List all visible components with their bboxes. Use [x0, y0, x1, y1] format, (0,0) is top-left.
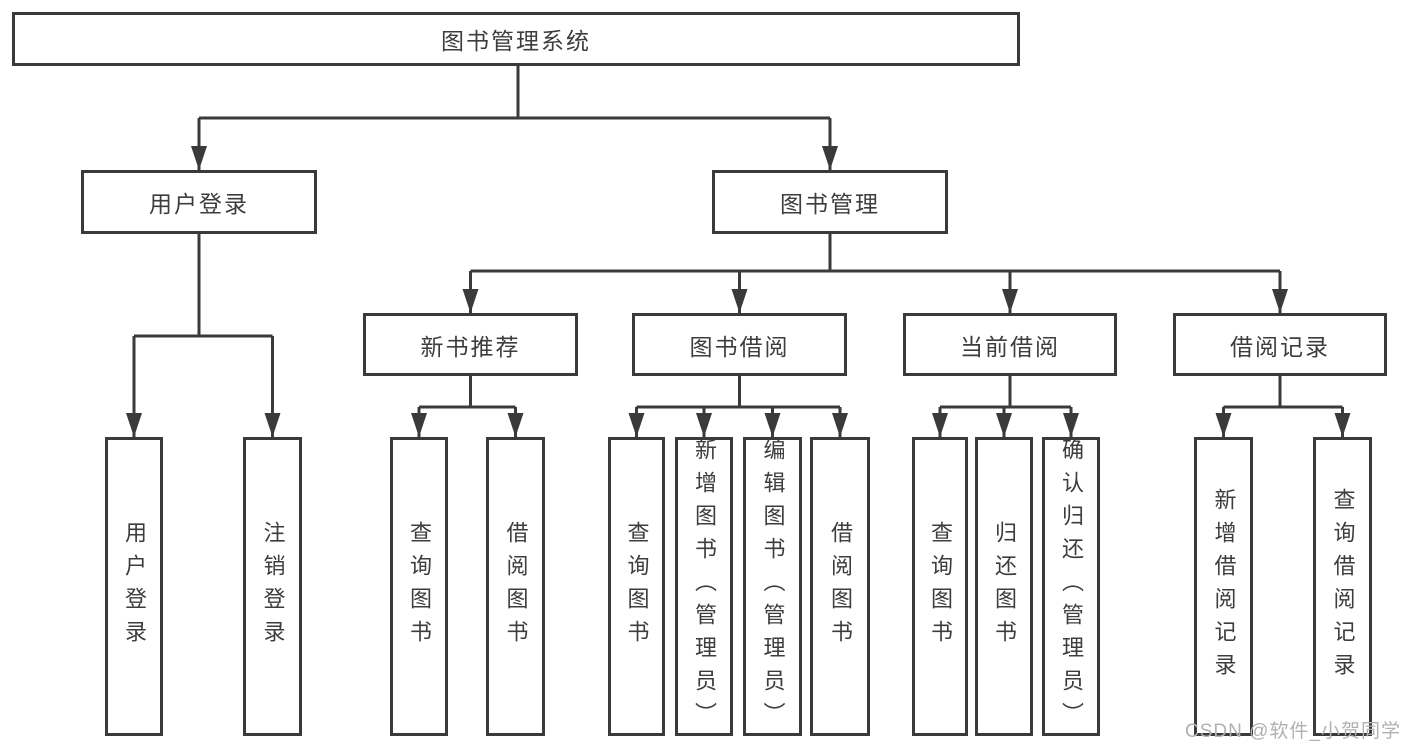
node-label: 新书推荐: [420, 333, 521, 360]
leaf-user-login: 用户登录: [105, 437, 163, 736]
leaf-edit-books-admin: 编辑图书（管理员）: [743, 437, 802, 736]
leaf-borrow-books-borrowing: 借阅图书: [810, 437, 870, 736]
leaf-query-borrow-record: 查询借阅记录: [1313, 437, 1372, 736]
node-label: 图书管理系统: [441, 28, 591, 54]
node-label: 借阅图书: [828, 520, 853, 653]
node-book-borrowing: 图书借阅: [632, 313, 847, 376]
node-label: 查询图书: [624, 520, 650, 653]
node-borrowing-records: 借阅记录: [1173, 313, 1387, 376]
leaf-add-borrow-record: 新增借阅记录: [1194, 437, 1253, 736]
node-new-book-recommendation: 新书推荐: [363, 313, 578, 376]
node-label: 查询图书: [928, 520, 953, 653]
node-label: 查询图书: [407, 520, 432, 653]
node-label: 确认归还（管理员）: [1059, 438, 1084, 735]
leaf-logout-login: 注销登录: [243, 437, 302, 736]
leaf-confirm-return-admin: 确认归还（管理员）: [1042, 437, 1100, 736]
node-label: 图书管理: [780, 191, 880, 217]
node-label: 查询借阅记录: [1330, 487, 1356, 686]
node-label: 新增图书（管理员）: [692, 438, 717, 735]
node-book-management-system: 图书管理系统: [12, 12, 1020, 66]
node-label: 用户登录: [122, 520, 147, 653]
node-label: 借阅记录: [1230, 333, 1330, 360]
node-label: 借阅图书: [503, 520, 529, 653]
leaf-borrow-books-recommend: 借阅图书: [486, 437, 545, 736]
node-current-borrowing: 当前借阅: [903, 313, 1117, 376]
node-label: 归还图书: [992, 520, 1017, 653]
node-label: 当前借阅: [960, 333, 1060, 360]
node-user-login: 用户登录: [81, 170, 317, 234]
leaf-query-books-recommend: 查询图书: [390, 437, 448, 736]
leaf-return-books: 归还图书: [975, 437, 1033, 736]
leaf-query-books-current: 查询图书: [912, 437, 968, 736]
node-book-management: 图书管理: [712, 170, 948, 234]
csdn-watermark: CSDN @软件_小贺同学: [1185, 721, 1401, 742]
leaf-query-books-borrowing: 查询图书: [608, 437, 665, 736]
node-label: 新增借阅记录: [1211, 487, 1237, 686]
node-label: 用户登录: [149, 191, 249, 217]
node-label: 注销登录: [260, 520, 286, 653]
leaf-add-books-admin: 新增图书（管理员）: [675, 437, 733, 736]
node-label: 图书借阅: [689, 333, 790, 360]
node-label: 编辑图书（管理员）: [760, 438, 786, 735]
